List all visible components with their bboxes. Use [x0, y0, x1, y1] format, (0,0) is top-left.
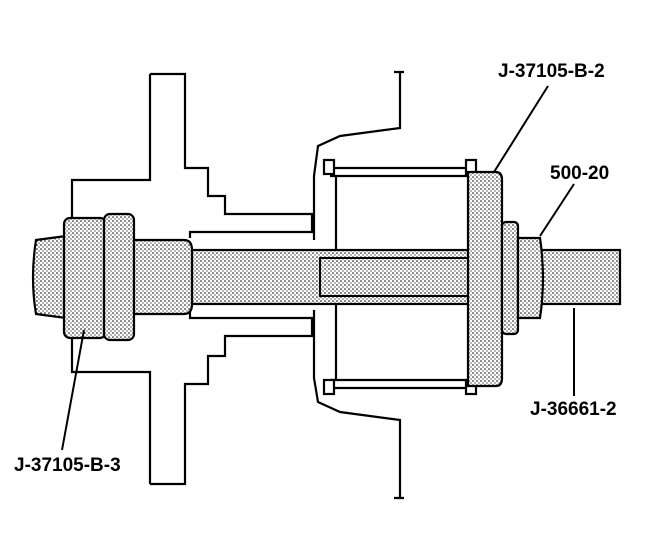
leader-j37105b2	[493, 85, 549, 173]
leader-500-20	[539, 183, 575, 237]
tool-j37105b3-collar	[102, 212, 136, 342]
hub-flange-lower	[150, 312, 314, 486]
washer	[500, 220, 520, 336]
tool-j37105b3-body	[62, 216, 108, 340]
knuckle-bracket-top	[312, 70, 404, 240]
label-j37105b2: J-37105-B-2	[498, 61, 605, 82]
plate-j37105b2	[466, 170, 504, 388]
leader-j37105b3	[61, 329, 85, 451]
label-j37105b3: J-37105-B-3	[14, 455, 121, 476]
bolt-line-bottom	[330, 378, 470, 390]
left-sleeve	[128, 238, 194, 316]
hub-flange-upper	[150, 72, 314, 238]
left-hex-nut	[31, 234, 68, 320]
label-500-20: 500-20	[550, 163, 610, 184]
knuckle-bracket-bottom	[312, 310, 404, 500]
inner-shaft	[319, 257, 471, 297]
label-j36661-2: J-36661-2	[530, 399, 617, 420]
nut-500-20	[516, 236, 545, 320]
bolt-line-top	[330, 166, 470, 178]
